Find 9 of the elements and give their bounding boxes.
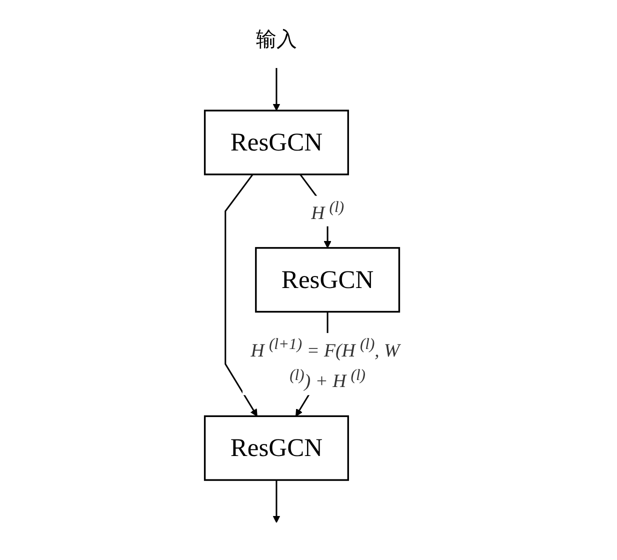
arrow (224, 174, 258, 417)
arrow (272, 480, 280, 523)
arrow (272, 68, 280, 111)
node-box: ResGCN (254, 247, 400, 313)
node-box: ResGCN (204, 415, 349, 481)
edge-label: H $^{(l+1)}$ = F(H $^{(l)}$, W $^{(l)}$) + H $^{(l)}$ (250, 336, 400, 392)
node-text: 输入 (256, 28, 297, 51)
node-box: ResGCN (204, 110, 349, 176)
edge-label: H $^{(l)}$ (310, 198, 344, 224)
